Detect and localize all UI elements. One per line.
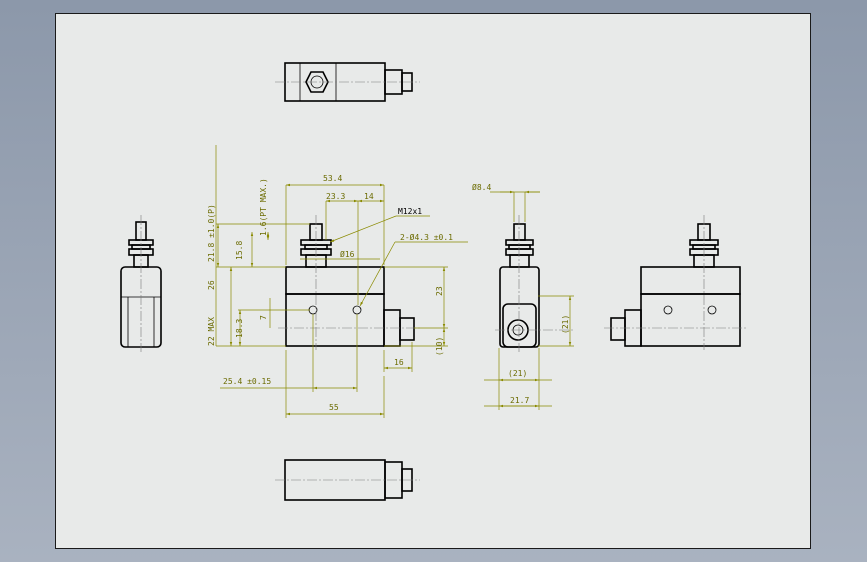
drawing-sheet [55, 13, 811, 549]
bottom-view [275, 459, 420, 501]
rear-view [604, 215, 748, 350]
dim-23: 23 [435, 286, 444, 296]
right-side-dimensions: Ø8.4 (21) (21) 21.7 [472, 182, 574, 410]
dim-21-7: 21.7 [510, 396, 529, 405]
thread-note: M12x1 [398, 207, 422, 216]
dim-10: (10) [435, 337, 444, 356]
front-view-dimensions [215, 145, 468, 418]
front-view-dimension-text: 53.4 23.3 14 M12x1 2-Ø4.3 ±0.1 Ø16 21.8 … [207, 174, 453, 412]
left-side-view [120, 215, 162, 352]
dim-14: 14 [364, 192, 374, 201]
dim-23-3: 23.3 [326, 192, 345, 201]
dim-16: 16 [394, 358, 404, 367]
dim-phi16: Ø16 [340, 249, 355, 259]
top-view [275, 62, 420, 102]
dim-7: 7 [259, 315, 268, 320]
dim-53-4: 53.4 [323, 174, 342, 183]
dim-22-max: 22 MAX [207, 317, 216, 346]
dim-21-vertical: (21) [561, 315, 570, 334]
dim-phi8-4: Ø8.4 [472, 182, 491, 192]
dim-1-6: 1.6(PT MAX.) [259, 178, 268, 236]
right-side-view [495, 215, 575, 352]
dim-21-horizontal: (21) [508, 369, 527, 378]
dim-21-8: 21.8 ±1.0(P) [207, 204, 216, 262]
dim-55: 55 [329, 403, 339, 412]
hole-note: 2-Ø4.3 ±0.1 [400, 232, 453, 242]
dim-18-3: 18.3 [235, 319, 244, 338]
dim-25-4: 25.4 ±0.15 [223, 377, 271, 386]
dim-15-8: 15.8 [235, 241, 244, 260]
dim-26: 26 [207, 280, 216, 290]
